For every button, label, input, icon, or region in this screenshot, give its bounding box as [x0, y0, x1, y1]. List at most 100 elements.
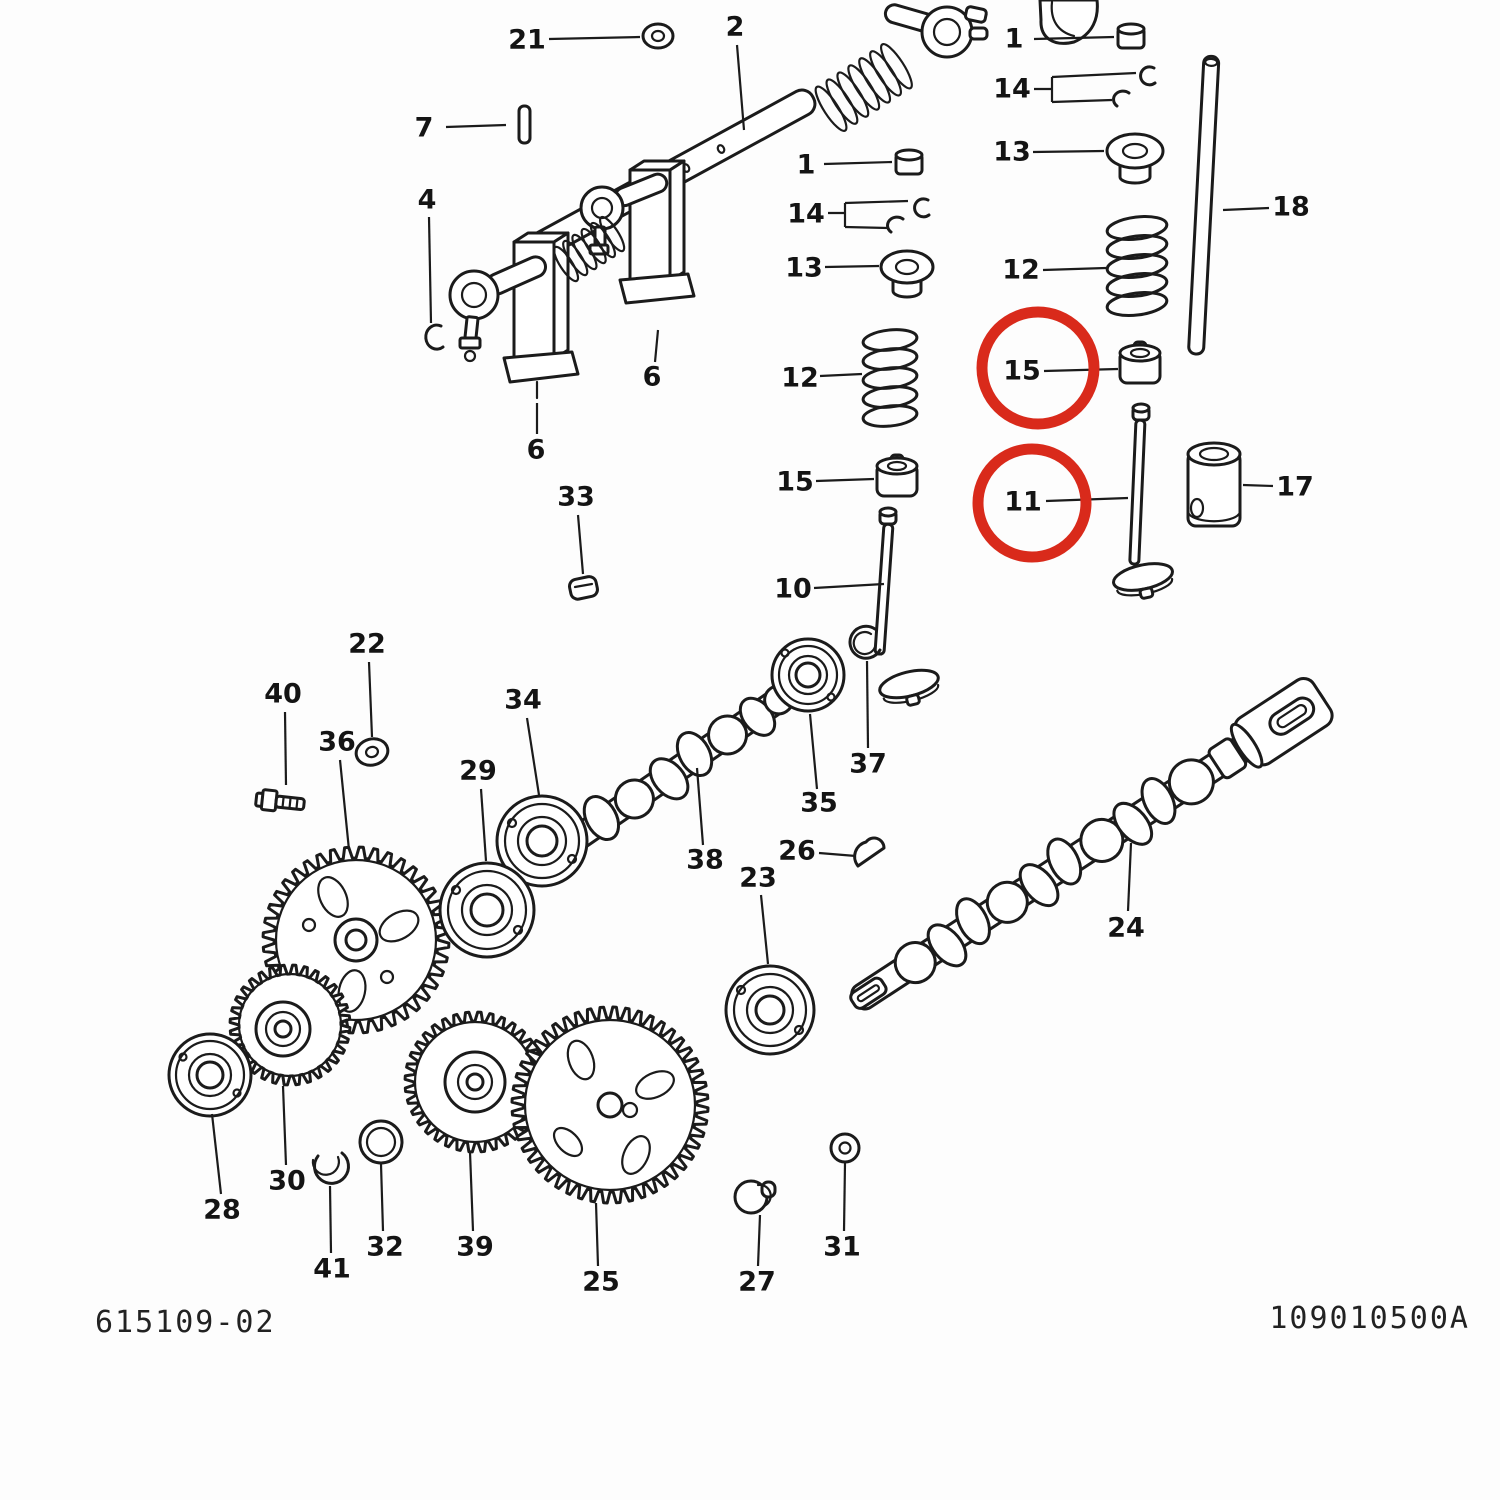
callout-label-25: 25	[582, 1267, 620, 1298]
callout-6: 6	[643, 329, 662, 393]
callout-27: 27	[738, 1214, 776, 1298]
doc-code-right: 109010500A	[1269, 1301, 1470, 1336]
callout-28: 28	[203, 1113, 241, 1226]
callout-21: 21	[508, 25, 641, 56]
callout-14: 14	[993, 71, 1137, 105]
valve-spring-12-left	[861, 328, 919, 428]
callout-label-29: 29	[459, 756, 497, 787]
valve-guide-top-cut	[1038, 0, 1099, 45]
callout-label-40: 40	[264, 679, 302, 710]
callout-13: 13	[993, 137, 1105, 168]
tappet-cylinder-17	[1186, 441, 1242, 528]
callout-label-13: 13	[993, 137, 1031, 168]
bolt-40	[254, 788, 306, 813]
callout-39: 39	[456, 1151, 494, 1263]
washer-22	[354, 737, 390, 767]
valve-cap-1-right	[1116, 22, 1146, 50]
valve-10	[873, 506, 940, 707]
rocker-arm-top	[883, 3, 989, 59]
circlip-4	[424, 323, 445, 351]
callout-32: 32	[366, 1163, 404, 1263]
valve-spring-12-right	[1105, 214, 1169, 318]
callout-33: 33	[557, 482, 595, 575]
callout-label-1: 1	[797, 150, 816, 181]
callout-12: 12	[781, 363, 863, 394]
woodruff-key-27	[733, 1179, 777, 1215]
callout-label-22: 22	[348, 629, 386, 660]
valve-keepers-14-left	[886, 197, 931, 234]
callout-13: 13	[785, 253, 880, 284]
callout-label-14: 14	[787, 199, 825, 230]
callout-label-12: 12	[781, 363, 819, 394]
camshaft-38	[558, 683, 796, 857]
callout-17: 17	[1242, 472, 1314, 503]
callout-10: 10	[774, 574, 885, 605]
bearing-23	[724, 964, 816, 1056]
callout-label-38: 38	[686, 845, 724, 876]
callout-label-27: 27	[738, 1267, 776, 1298]
callout-37: 37	[849, 660, 887, 780]
callout-14: 14	[787, 199, 909, 230]
pushrod-18	[1187, 54, 1221, 356]
bearing-35	[770, 637, 846, 713]
callout-label-15: 15	[776, 467, 814, 498]
valve-cap-1-left	[894, 148, 924, 176]
callout-label-39: 39	[456, 1232, 494, 1263]
bearing-28	[167, 1032, 253, 1118]
valve-11	[1112, 402, 1174, 600]
callout-24: 24	[1107, 842, 1145, 944]
callout-label-12: 12	[1002, 255, 1040, 286]
callout-label-37: 37	[849, 749, 887, 780]
callout-label-1: 1	[1005, 24, 1024, 55]
tappet-15-right	[1118, 340, 1162, 385]
callout-41: 41	[313, 1185, 351, 1285]
bearing-29	[438, 861, 536, 959]
highlight-circle-15	[976, 306, 1100, 430]
highlight-layer	[972, 306, 1100, 563]
callout-15: 15	[776, 467, 875, 498]
callout-15: 15	[1003, 356, 1119, 387]
snap-ring-41	[311, 1151, 350, 1185]
gear-30	[228, 963, 352, 1087]
camshaft-24	[849, 676, 1334, 1011]
callout-label-36: 36	[318, 727, 356, 758]
callout-label-28: 28	[203, 1195, 241, 1226]
callout-11: 11	[1004, 487, 1129, 518]
callout-40: 40	[264, 679, 302, 786]
highlight-circle-11	[972, 443, 1092, 563]
callout-label-23: 23	[739, 863, 777, 894]
callout-31: 31	[823, 1162, 861, 1263]
callout-label-14: 14	[993, 74, 1031, 105]
callout-23: 23	[739, 863, 777, 965]
callout-label-21: 21	[508, 25, 546, 56]
callout-label-7: 7	[415, 113, 434, 144]
spring-seat-13-left	[879, 249, 935, 299]
callout-label-10: 10	[774, 574, 812, 605]
callout-36: 36	[318, 727, 356, 851]
callout-label-17: 17	[1276, 472, 1314, 503]
callout-label-4: 4	[418, 185, 437, 216]
callout-label-6: 6	[643, 362, 662, 393]
rocker-shaft-spring	[814, 43, 913, 132]
callout-label-18: 18	[1272, 192, 1310, 223]
bearing-34	[495, 794, 589, 888]
washer-21	[641, 22, 675, 50]
callout-label-6: 6	[527, 435, 546, 466]
callout-2: 2	[726, 12, 746, 131]
callout-29: 29	[459, 756, 497, 862]
callout-label-35: 35	[800, 788, 838, 819]
callout-12: 12	[1002, 255, 1107, 286]
callout-label-11: 11	[1004, 487, 1042, 518]
callout-label-41: 41	[313, 1254, 351, 1285]
callout-22: 22	[348, 629, 386, 738]
valve-keepers-14-right	[1112, 65, 1157, 108]
rocker-center-spring	[552, 215, 626, 283]
callout-4: 4	[418, 185, 437, 324]
callout-label-32: 32	[366, 1232, 404, 1263]
washer-32	[358, 1119, 404, 1165]
callout-label-30: 30	[268, 1166, 306, 1197]
callout-6: 6	[527, 403, 546, 466]
callout-38: 38	[686, 767, 724, 876]
rocker-arm-right	[579, 172, 669, 256]
